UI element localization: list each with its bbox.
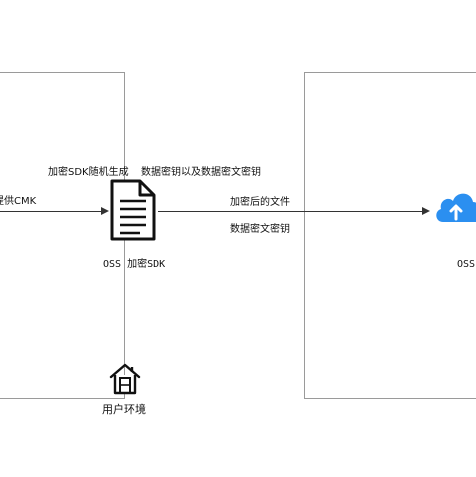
sdk-generation-label: 加密SDK随机生成 数据密钥以及数据密文密钥	[48, 167, 261, 178]
provide-cmk-label: 提供CMK	[0, 196, 37, 207]
encrypted-file-label: 加密后的文件	[230, 197, 290, 208]
oss-box	[304, 72, 476, 399]
cmk-arrow	[0, 211, 102, 212]
data-ciphertext-key-label: 数据密文密钥	[230, 224, 290, 235]
sdk-node-label: OSS 加密SDK	[103, 259, 166, 270]
encrypted-file-arrowhead	[422, 207, 430, 215]
encrypted-file-arrow	[158, 211, 423, 212]
oss-label: OSS	[457, 259, 476, 270]
document-icon	[110, 179, 156, 241]
user-environment-box	[0, 72, 125, 399]
cmk-arrowhead	[101, 207, 109, 215]
cloud-upload-icon	[436, 193, 476, 222]
user-environment-label: 用户环境	[102, 403, 146, 416]
house-icon	[109, 363, 141, 395]
